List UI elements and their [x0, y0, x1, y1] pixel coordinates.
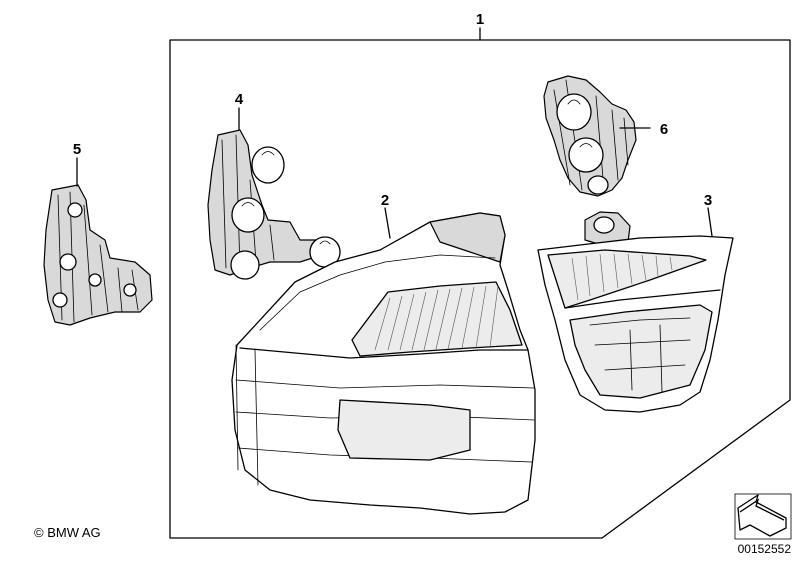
tail-light-inner-3-upper-lens	[547, 249, 707, 309]
bulb-holder-6-body	[543, 75, 637, 197]
assembly-boundary	[169, 39, 791, 539]
tail-light-outer-2-lower-lens	[337, 399, 471, 461]
direction-arrow-icon	[734, 493, 792, 540]
tail-light-outer-2-mount	[429, 212, 506, 263]
bulb-holder-4	[207, 107, 341, 280]
bulb-6-upper	[556, 93, 592, 131]
assembly-frame	[169, 27, 791, 539]
tail-light-inner-3-lower-lens	[569, 304, 713, 399]
document-number: 00152552	[738, 542, 792, 556]
bulb-4-lower	[230, 250, 260, 280]
callout-1: 1	[476, 11, 484, 28]
bulb-4-middle	[231, 197, 265, 233]
tail-light-outer-2	[231, 207, 536, 515]
callout-5: 5	[73, 141, 81, 158]
callout-2-leader	[384, 207, 391, 239]
bulb-4-upper	[251, 146, 285, 184]
bulb-holder-5	[43, 157, 153, 326]
copyright-text: © BMW AG	[34, 525, 101, 540]
callout-4: 4	[235, 91, 244, 108]
bulb-6-lower	[587, 175, 609, 195]
callout-2: 2	[381, 192, 389, 209]
bulb-holder-6	[543, 75, 651, 197]
callout-3: 3	[704, 192, 712, 209]
bulb-holder-5-socket	[67, 202, 83, 218]
tail-light-inner-3	[537, 207, 734, 413]
callout-6: 6	[660, 121, 668, 138]
tail-light-outer-2-upper-lens	[351, 281, 523, 357]
callout-3-leader	[707, 207, 713, 237]
bulb-6-middle	[568, 137, 604, 173]
